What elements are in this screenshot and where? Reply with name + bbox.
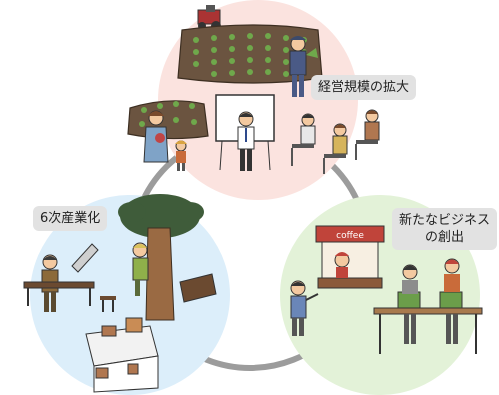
coffee-stand: [315, 225, 385, 289]
customer-person-icon: [290, 280, 319, 336]
laptop-desk: [373, 291, 483, 354]
new-business-label-line2: の創出: [425, 230, 465, 245]
worker-person-icon: [444, 258, 460, 344]
saw-icon: [71, 243, 99, 273]
child-icon: [175, 140, 187, 171]
sixth-industrialization-label: 6次産業化: [33, 206, 108, 231]
audience-person-icon: [291, 113, 316, 166]
display-table: [85, 317, 159, 393]
log-icon: [179, 273, 217, 303]
farmer-person-icon: [289, 36, 318, 97]
left-circle-background: [30, 195, 230, 395]
coffee-sign: coffee: [336, 231, 364, 241]
worker-person-icon: [402, 264, 418, 344]
workbench: [23, 281, 116, 312]
audience-person-icon: [323, 123, 348, 174]
forester-person-icon: [132, 242, 149, 296]
tree-icon: [118, 194, 204, 321]
small-field: [127, 100, 209, 140]
audience-person-icon: [355, 109, 380, 160]
woman-farmer-icon: [143, 110, 169, 163]
new-business-label: 新たなビジネス の創出: [392, 208, 498, 250]
presenter-person-icon: [237, 111, 255, 171]
new-business-label-line1: 新たなビジネス: [399, 213, 491, 228]
crop-field: [177, 24, 323, 84]
scale-expansion-label: 経営規模の拡大: [311, 75, 417, 100]
